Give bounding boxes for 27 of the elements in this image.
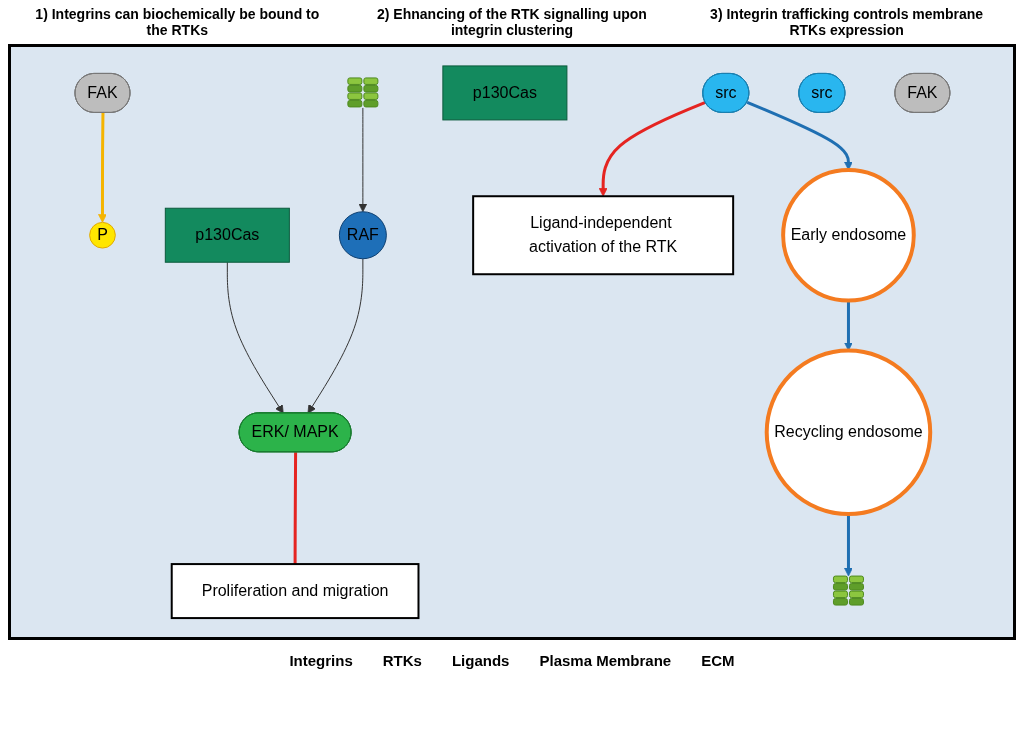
arrow [598,100,706,197]
connector [293,452,297,565]
node-circle: RAF [338,211,387,260]
arrow [843,514,853,577]
arrow [358,107,367,213]
node-box: p130Cas [164,207,290,263]
legend-label: ECM [701,652,735,669]
arrow [226,261,284,414]
node-circle: P [88,221,116,249]
node-box: Ligand-independent activation of the RTK [471,195,734,276]
legend-label: Integrins [289,652,353,669]
legend-label: Plasma Membrane [539,652,672,669]
node-box: Proliferation and migration [170,563,420,620]
node-box: p130Cas [441,65,567,121]
node-circle: Recycling endosome [764,348,932,517]
legend-label: Ligands [451,652,510,669]
legend-label: RTKs [382,652,422,669]
receptor-drawing [832,575,864,606]
arrow [843,300,853,351]
receptor-drawing [346,77,378,108]
arrow [746,100,853,171]
arrow [307,258,363,414]
panel-heading: 1) Integrins can biochemically be bound to the RTKs [34,6,321,38]
panel-heading: 2) Ehnancing of the RTK signalling upon integrin clustering [376,6,648,38]
arrow [97,112,107,223]
panel-heading: 3) Integrin trafficking controls membrane RTKs expression [709,6,985,38]
node-circle: Early endosome [780,167,916,303]
